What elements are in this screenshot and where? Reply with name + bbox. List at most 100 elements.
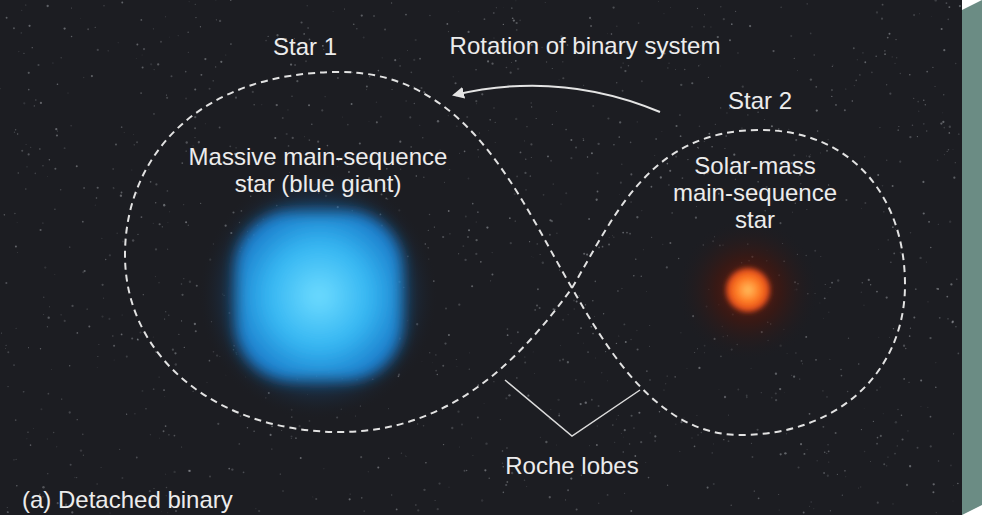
speckle-dot bbox=[897, 445, 898, 446]
speckle-dot bbox=[28, 72, 30, 74]
speckle-dot bbox=[505, 397, 507, 399]
speckle-dot bbox=[47, 5, 49, 7]
speckle-dot bbox=[661, 131, 662, 132]
speckle-dot bbox=[801, 360, 803, 362]
speckle-dot bbox=[524, 362, 526, 364]
speckle-dot bbox=[186, 141, 188, 143]
speckle-dot bbox=[724, 396, 726, 398]
speckle-dot bbox=[553, 183, 554, 184]
speckle-dot bbox=[825, 284, 826, 285]
speckle-dot bbox=[126, 356, 128, 358]
speckle-dot bbox=[667, 67, 669, 69]
speckle-dot bbox=[894, 229, 896, 231]
speckle-dot bbox=[472, 203, 474, 205]
speckle-dot bbox=[96, 367, 98, 369]
speckle-dot bbox=[61, 314, 62, 315]
speckle-dot bbox=[723, 18, 725, 20]
speckle-dot bbox=[687, 159, 688, 160]
speckle-dot bbox=[913, 14, 915, 16]
caption-wrap: (a) Detached binary bbox=[22, 486, 233, 513]
speckle-dot bbox=[959, 5, 961, 7]
speckle-dot bbox=[670, 7, 672, 9]
speckle-dot bbox=[217, 423, 219, 425]
speckle-dot bbox=[185, 221, 187, 223]
speckle-dot bbox=[271, 448, 273, 450]
speckle-dot bbox=[882, 185, 884, 187]
speckle-dot bbox=[663, 389, 664, 390]
speckle-dot bbox=[713, 483, 715, 485]
speckle-dot bbox=[486, 226, 488, 228]
speckle-dot bbox=[475, 239, 477, 241]
speckle-dot bbox=[694, 446, 696, 448]
speckle-dot bbox=[680, 84, 682, 86]
speckle-dot bbox=[637, 121, 638, 122]
speckle-dot bbox=[630, 173, 632, 175]
speckle-dot bbox=[15, 419, 17, 421]
speckle-dot bbox=[448, 210, 450, 212]
speckle-dot bbox=[906, 484, 908, 486]
speckle-dot bbox=[113, 187, 115, 189]
speckle-dot bbox=[903, 378, 905, 380]
speckle-dot bbox=[862, 52, 864, 54]
speckle-dot bbox=[183, 278, 184, 279]
speckle-dot bbox=[526, 486, 528, 488]
speckle-dot bbox=[894, 62, 896, 64]
speckle-dot bbox=[303, 136, 305, 138]
speckle-dot bbox=[890, 262, 891, 263]
speckle-dot bbox=[654, 440, 655, 441]
speckle-dot bbox=[140, 19, 142, 21]
speckle-dot bbox=[493, 107, 495, 109]
speckle-dot bbox=[824, 451, 826, 453]
speckle-dot bbox=[619, 121, 621, 123]
speckle-dot bbox=[465, 216, 467, 218]
speckle-dot bbox=[532, 257, 534, 259]
speckle-dot bbox=[708, 133, 710, 135]
speckle-dot bbox=[847, 391, 849, 393]
speckle-dot bbox=[844, 109, 846, 111]
speckle-dot bbox=[562, 358, 564, 360]
speckle-dot bbox=[468, 178, 470, 180]
roche-lobe-outline bbox=[125, 72, 572, 432]
speckle-dot bbox=[195, 17, 196, 18]
speckle-dot bbox=[901, 415, 903, 417]
speckle-dot bbox=[814, 250, 816, 252]
speckle-dot bbox=[177, 35, 179, 37]
speckle-dot bbox=[49, 159, 50, 160]
speckle-dot bbox=[549, 219, 551, 221]
speckle-dot bbox=[495, 122, 496, 123]
speckle-dot bbox=[56, 134, 58, 136]
speckle-dot bbox=[475, 100, 477, 102]
speckle-dot bbox=[547, 156, 549, 158]
speckle-dot bbox=[493, 12, 495, 14]
speckle-dot bbox=[932, 491, 934, 493]
speckle-dot bbox=[231, 468, 233, 470]
speckle-dot bbox=[859, 74, 860, 75]
speckle-dot bbox=[953, 177, 955, 179]
speckle-dot bbox=[43, 314, 45, 316]
speckle-dot bbox=[853, 47, 855, 49]
speckle-dot bbox=[16, 485, 18, 487]
speckle-dot bbox=[184, 347, 185, 348]
speckle-dot bbox=[754, 490, 755, 491]
speckle-dot bbox=[613, 59, 615, 61]
label-wrap: Roche lobes bbox=[505, 452, 638, 479]
speckle-dot bbox=[585, 304, 586, 305]
speckle-dot bbox=[349, 498, 351, 500]
speckle-dot bbox=[927, 407, 928, 408]
speckle-dot bbox=[434, 499, 436, 501]
speckle-dot bbox=[565, 129, 567, 131]
speckle-dot bbox=[934, 85, 936, 87]
speckle-dot bbox=[864, 451, 865, 452]
speckle-dot bbox=[292, 137, 294, 139]
speckle-dot bbox=[638, 412, 640, 414]
speckle-dot bbox=[558, 415, 560, 417]
speckle-dot bbox=[510, 72, 512, 74]
speckle-dot bbox=[845, 476, 847, 478]
speckle-dot bbox=[861, 429, 862, 430]
speckle-dot bbox=[888, 239, 889, 240]
speckle-dot bbox=[136, 58, 137, 59]
speckle-dot bbox=[516, 377, 517, 378]
speckle-dot bbox=[165, 311, 166, 312]
speckle-dot bbox=[927, 301, 928, 302]
speckle-dot bbox=[178, 334, 179, 335]
